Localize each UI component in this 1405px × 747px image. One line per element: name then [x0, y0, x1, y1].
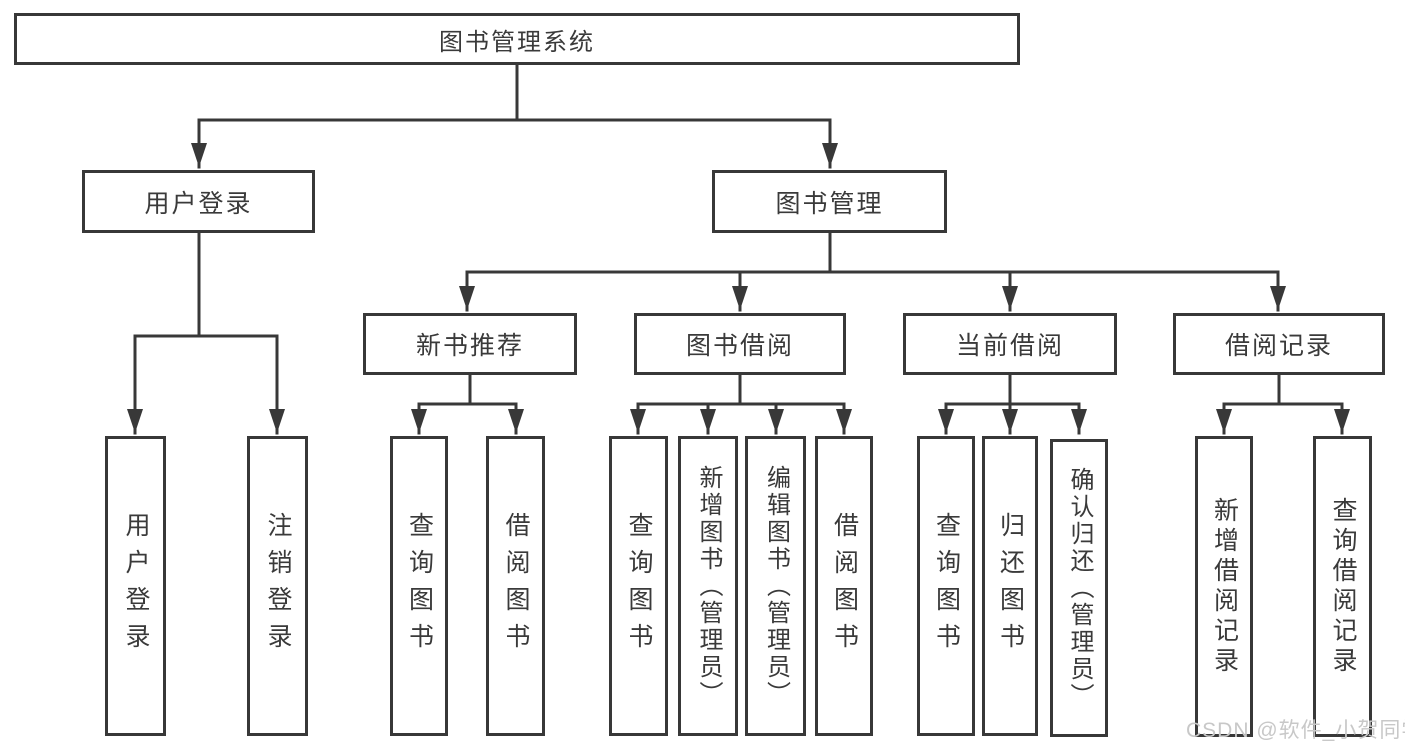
leaf-recommend-query-books: 查询图书	[390, 436, 448, 736]
leaf-records-add-record: 新增借阅记录	[1195, 436, 1253, 737]
leaf-current-confirm-return-admin: 确认归还（管理员）	[1050, 439, 1108, 737]
leaf-user-login-label: 用户登录	[122, 512, 150, 660]
leaf-current-return-books: 归还图书	[982, 436, 1038, 736]
leaf-borrowing-add-books-admin: 新增图书（管理员）	[678, 436, 738, 736]
leaf-logout-label: 注销登录	[264, 512, 292, 660]
leaf-recommend-borrow-books: 借阅图书	[486, 436, 545, 736]
node-borrowing-records: 借阅记录	[1173, 313, 1385, 375]
leaf-borrowing-borrow-books: 借阅图书	[815, 436, 873, 736]
node-book-borrowing: 图书借阅	[634, 313, 846, 375]
node-root: 图书管理系统	[14, 13, 1020, 65]
leaf-records-query-record: 查询借阅记录	[1313, 436, 1372, 737]
leaf-current-query-books: 查询图书	[917, 436, 975, 736]
leaf-logout: 注销登录	[247, 436, 308, 736]
leaf-borrowing-query-books: 查询图书	[609, 436, 668, 736]
node-current-borrowing: 当前借阅	[903, 313, 1117, 375]
node-book-management: 图书管理	[712, 170, 947, 233]
csdn-watermark: CSDN @软件_小贺同学	[1186, 719, 1405, 742]
node-user-login: 用户登录	[82, 170, 315, 233]
leaf-borrowing-edit-books-admin: 编辑图书（管理员）	[745, 436, 806, 736]
leaf-user-login: 用户登录	[105, 436, 166, 736]
node-new-book-recommend: 新书推荐	[363, 313, 577, 375]
